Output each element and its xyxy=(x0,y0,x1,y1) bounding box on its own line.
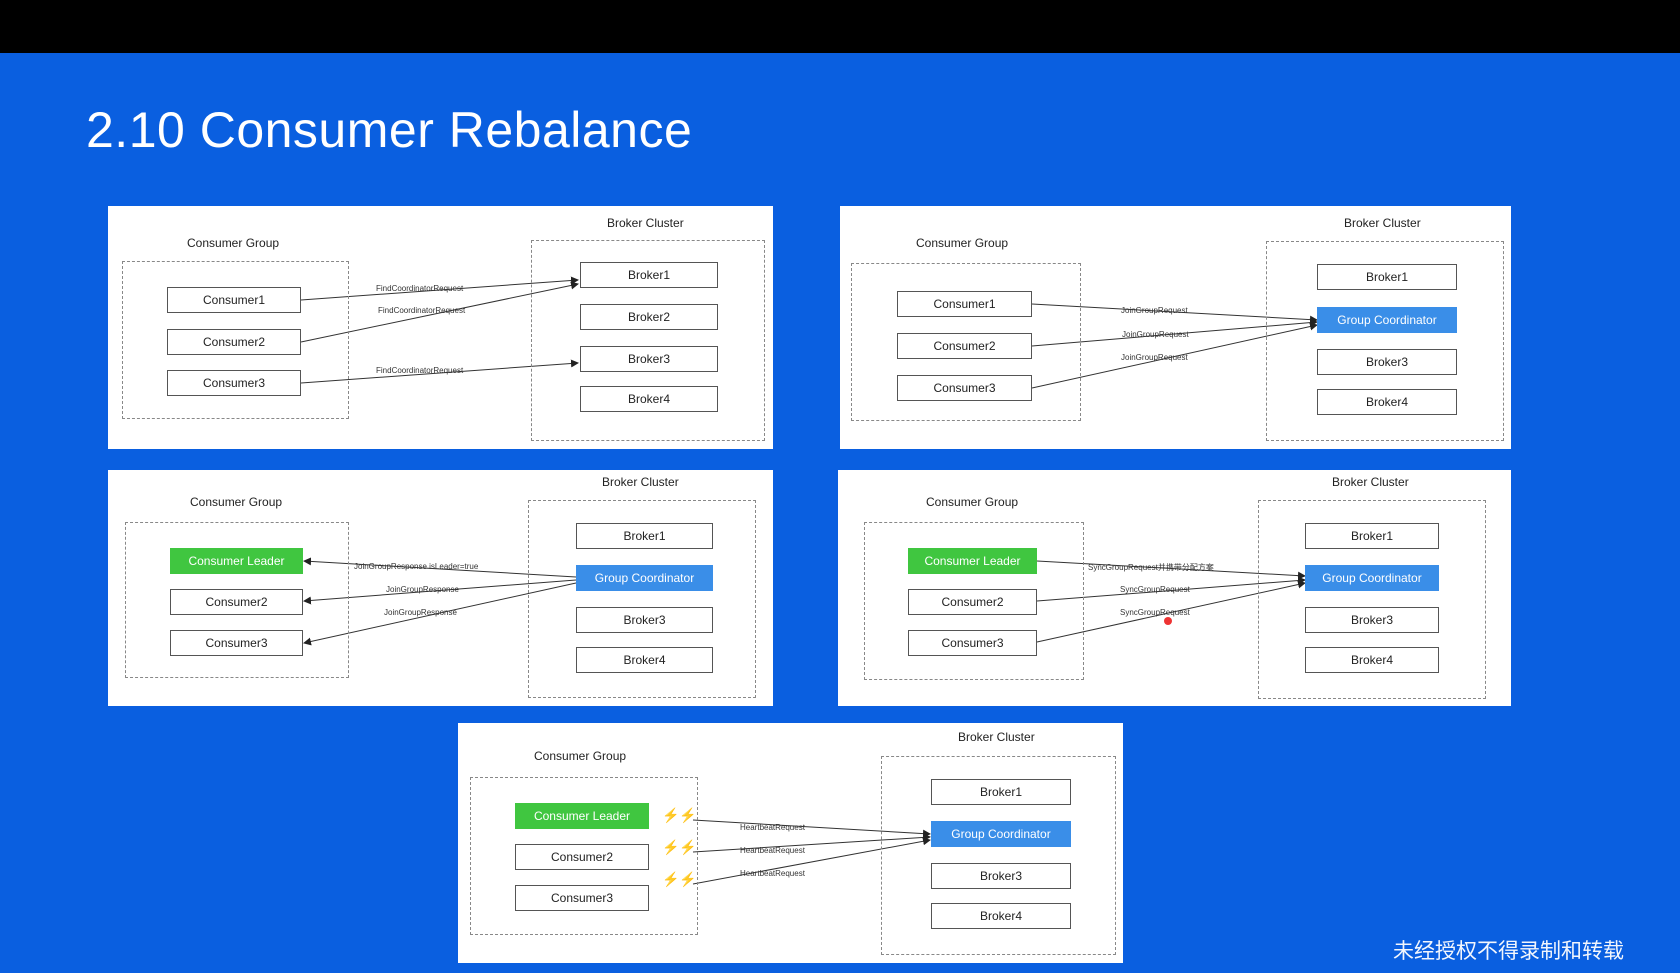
broker1-node: Broker1 xyxy=(1305,523,1439,549)
broker-cluster-label: Broker Cluster xyxy=(602,475,679,489)
consumer-group-label: Consumer Group xyxy=(534,749,627,763)
message-label: SyncGroupRequest并携带分配方案 xyxy=(1088,563,1214,572)
consumer-group-box xyxy=(470,777,698,935)
broker-cluster-label: Broker Cluster xyxy=(1344,216,1421,230)
consumer3-node: Consumer3 xyxy=(167,370,301,396)
consumer3-node: Consumer3 xyxy=(170,630,303,656)
broker4-node: Broker4 xyxy=(580,386,718,412)
consumer-group-label: Consumer Group xyxy=(926,495,1019,509)
consumer2-node: Consumer2 xyxy=(515,844,649,870)
message-label: JoinGroupResponse xyxy=(386,585,459,594)
consumer3-node: Consumer3 xyxy=(897,375,1032,401)
panel-heartbeat: Consumer Group Broker Cluster Consumer L… xyxy=(458,723,1123,963)
broker3-node: Broker3 xyxy=(931,863,1071,889)
message-label: HeartbeatRequest xyxy=(740,846,805,855)
broker4-node: Broker4 xyxy=(931,903,1071,929)
consumer-group-label: Consumer Group xyxy=(916,236,1009,250)
broker-cluster-box xyxy=(528,500,756,698)
panel-join-response: Consumer Group Broker Cluster Consumer L… xyxy=(108,470,773,706)
panel-3-arrows xyxy=(303,557,577,646)
broker4-node: Broker4 xyxy=(1305,647,1439,673)
broker3-node: Broker3 xyxy=(576,607,713,633)
consumer-leader-node: Consumer Leader xyxy=(515,803,649,829)
group-coordinator-node: Group Coordinator xyxy=(1317,307,1457,333)
consumer1-node: Consumer1 xyxy=(897,291,1032,317)
broker1-node: Broker1 xyxy=(580,262,718,288)
message-label: HeartbeatRequest xyxy=(740,869,805,878)
broker3-node: Broker3 xyxy=(1305,607,1439,633)
broker-cluster-label: Broker Cluster xyxy=(958,730,1035,744)
broker-cluster-label: Broker Cluster xyxy=(1332,475,1409,489)
broker1-node: Broker1 xyxy=(931,779,1071,805)
lightning-icon: ⚡⚡ xyxy=(662,807,697,823)
consumer2-node: Consumer2 xyxy=(170,589,303,615)
consumer-group-label: Consumer Group xyxy=(190,495,283,509)
slide: 2.10 Consumer Rebalance Consumer Group B… xyxy=(0,53,1680,973)
consumer-leader-node: Consumer Leader xyxy=(170,548,303,574)
panel-5-arrows xyxy=(692,819,931,885)
lightning-icon: ⚡⚡ xyxy=(662,839,697,855)
broker-cluster-box xyxy=(1258,500,1486,699)
group-coordinator-node: Group Coordinator xyxy=(1305,565,1439,591)
broker3-node: Broker3 xyxy=(580,346,718,372)
broker1-node: Broker1 xyxy=(1317,264,1457,290)
consumer-group-box xyxy=(122,261,349,419)
broker-cluster-box xyxy=(1266,241,1504,441)
consumer-leader-node: Consumer Leader xyxy=(908,548,1037,574)
broker-cluster-label: Broker Cluster xyxy=(607,216,684,230)
message-label: JoinGroupRequest xyxy=(1122,330,1189,339)
message-label: JoinGroupRequest xyxy=(1121,306,1188,315)
message-label: FindCoordinatorRequest xyxy=(378,306,466,315)
consumer-group-label: Consumer Group xyxy=(187,236,280,250)
broker4-node: Broker4 xyxy=(1317,389,1457,415)
group-coordinator-node: Group Coordinator xyxy=(576,565,713,591)
panel-2-arrows xyxy=(1031,303,1318,389)
message-label: SyncGroupRequest xyxy=(1120,608,1190,617)
consumer2-node: Consumer2 xyxy=(897,333,1032,359)
broker4-node: Broker4 xyxy=(576,647,713,673)
consumer3-node: Consumer3 xyxy=(908,630,1037,656)
consumer2-node: Consumer2 xyxy=(908,589,1037,615)
panel-4-arrows xyxy=(1036,560,1306,643)
message-label: JoinGroupRequest xyxy=(1121,353,1188,362)
panel-join-group: Consumer Group Broker Cluster Consumer1 … xyxy=(840,206,1511,449)
lightning-icon: ⚡⚡ xyxy=(662,871,697,887)
cursor-dot xyxy=(1164,617,1172,625)
message-label: HeartbeatRequest xyxy=(740,823,805,832)
broker2-node: Broker2 xyxy=(580,304,718,330)
watermark-text: 未经授权不得录制和转载 xyxy=(1393,939,1624,963)
panel-sync-group: Consumer Group Broker Cluster Consumer L… xyxy=(838,470,1511,706)
broker3-node: Broker3 xyxy=(1317,349,1457,375)
message-label: FindCoordinatorRequest xyxy=(376,284,464,293)
broker-cluster-box xyxy=(531,240,765,441)
broker-cluster-box xyxy=(881,756,1116,955)
slide-title: 2.10 Consumer Rebalance xyxy=(86,102,693,158)
consumer-group-box xyxy=(125,522,349,678)
message-label: JoinGroupResponse isLeader=true xyxy=(354,562,479,571)
message-label: SyncGroupRequest xyxy=(1120,585,1190,594)
consumer-group-box xyxy=(851,263,1081,421)
broker1-node: Broker1 xyxy=(576,523,713,549)
message-label: JoinGroupResponse xyxy=(384,608,457,617)
panel-find-coordinator: Consumer Group Broker Cluster Consumer1 … xyxy=(108,206,773,449)
consumer3-node: Consumer3 xyxy=(515,885,649,911)
consumer2-node: Consumer2 xyxy=(167,329,301,355)
group-coordinator-node: Group Coordinator xyxy=(931,821,1071,847)
message-label: FindCoordinatorRequest xyxy=(376,366,464,375)
consumer1-node: Consumer1 xyxy=(167,287,301,313)
consumer-group-box xyxy=(864,522,1084,680)
